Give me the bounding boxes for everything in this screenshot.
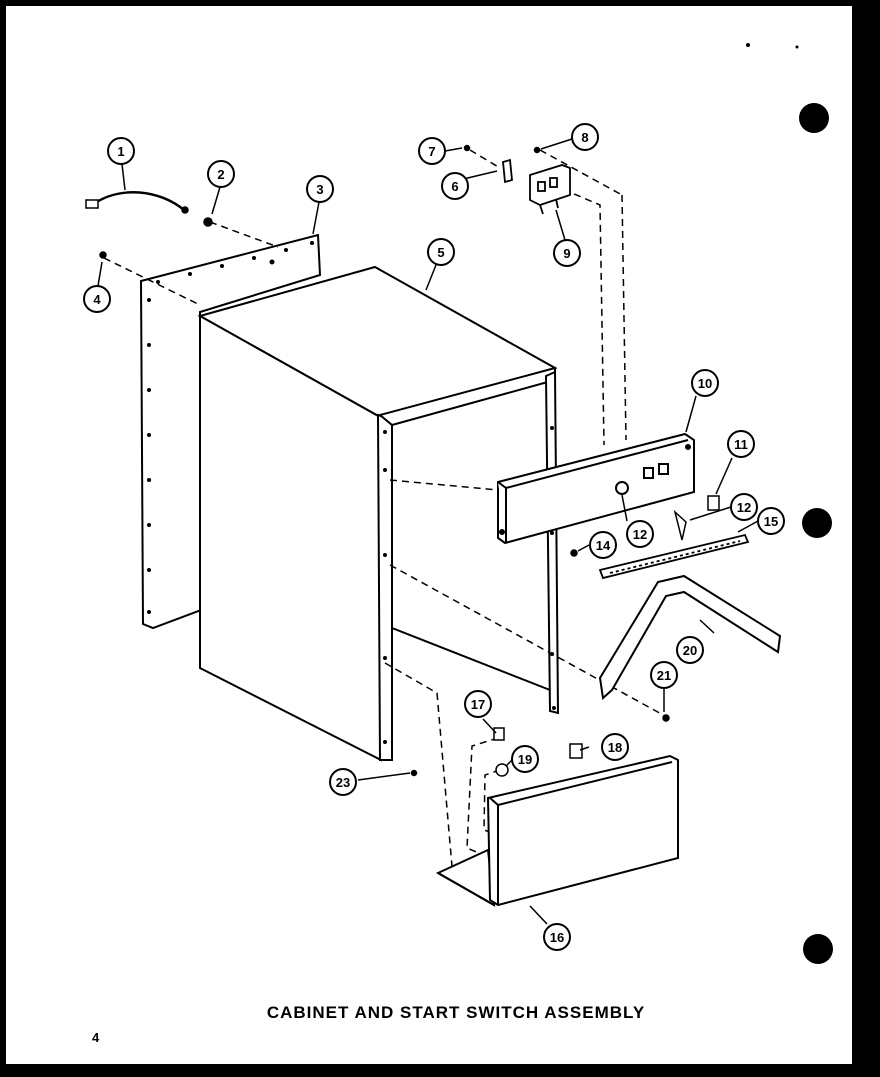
punch-hole-bottom (803, 934, 833, 964)
callout-label: 10 (698, 376, 712, 391)
callout-label: 4 (93, 292, 101, 307)
screw (463, 144, 471, 152)
bumper (569, 743, 583, 759)
screw (570, 549, 578, 557)
hinge-pin (493, 727, 505, 741)
callout-11 (727, 430, 755, 458)
callout-8 (571, 123, 599, 151)
callout-1 (107, 137, 135, 165)
callout-4 (83, 285, 111, 313)
callout-label: 11 (734, 437, 748, 452)
washer (495, 763, 509, 777)
callout-label: 1 (117, 144, 124, 159)
punch-holes (746, 43, 833, 964)
callout-label: 2 (217, 167, 224, 182)
callout-18 (601, 733, 629, 761)
hardware-parts (85, 144, 720, 777)
callout-label: 7 (428, 144, 435, 159)
callout-2 (207, 160, 235, 188)
control-panel (497, 432, 695, 545)
screw (410, 769, 418, 777)
leader-lines (103, 149, 666, 879)
callout-label: 16 (550, 930, 564, 945)
callout-label: 19 (518, 752, 532, 767)
callout-bubbles (83, 123, 785, 951)
callout-16 (543, 923, 571, 951)
cabinet-front-right-flange (544, 370, 560, 715)
callout-21 (650, 661, 678, 689)
callout-10 (691, 369, 719, 397)
power-cord (91, 191, 185, 211)
callout-17 (464, 690, 492, 718)
diagram-caption: CABINET AND START SWITCH ASSEMBLY (266, 1003, 646, 1022)
callout-12-b (730, 493, 758, 521)
cabinet-shell (197, 265, 560, 762)
callout-label: 14 (596, 538, 611, 553)
screw (99, 251, 107, 259)
callout-label: 9 (563, 246, 570, 261)
callout-label: 12 (633, 527, 647, 542)
kick-plate (435, 754, 679, 907)
callout-9 (553, 239, 581, 267)
switch-lever (673, 509, 687, 541)
callout-label: 17 (471, 697, 485, 712)
cabinet-front-left-flange (376, 413, 393, 761)
callout-5 (427, 238, 455, 266)
trim-strip (598, 533, 750, 580)
page-number: 4 (92, 1030, 100, 1045)
callout-label: 23 (336, 775, 350, 790)
callout-23-a (329, 768, 357, 796)
grommet (203, 217, 213, 227)
callout-15 (757, 507, 785, 535)
callout-label: 20 (683, 643, 697, 658)
punch-hole-middle (802, 508, 832, 538)
callout-6 (441, 172, 469, 200)
callout-12-a (626, 520, 654, 548)
callout-label: 5 (437, 245, 444, 260)
screw (533, 146, 541, 154)
callout-19 (511, 745, 539, 773)
speck (746, 43, 750, 47)
callout-label: 21 (657, 668, 671, 683)
callout-label: 12 (737, 500, 751, 515)
callout-label: 18 (608, 740, 622, 755)
callout-label: 15 (764, 514, 778, 529)
screw (662, 714, 670, 722)
callout-14 (589, 531, 617, 559)
switch-bracket (502, 158, 571, 215)
switch-knob (707, 495, 720, 511)
callout-label: 6 (451, 179, 458, 194)
support-bracket (598, 574, 782, 700)
callout-3 (306, 175, 334, 203)
speck (795, 45, 799, 49)
punch-hole-top (799, 103, 829, 133)
callout-label: 3 (316, 182, 323, 197)
callout-7 (418, 137, 446, 165)
callout-label: 8 (581, 130, 588, 145)
callout-20 (676, 636, 704, 664)
